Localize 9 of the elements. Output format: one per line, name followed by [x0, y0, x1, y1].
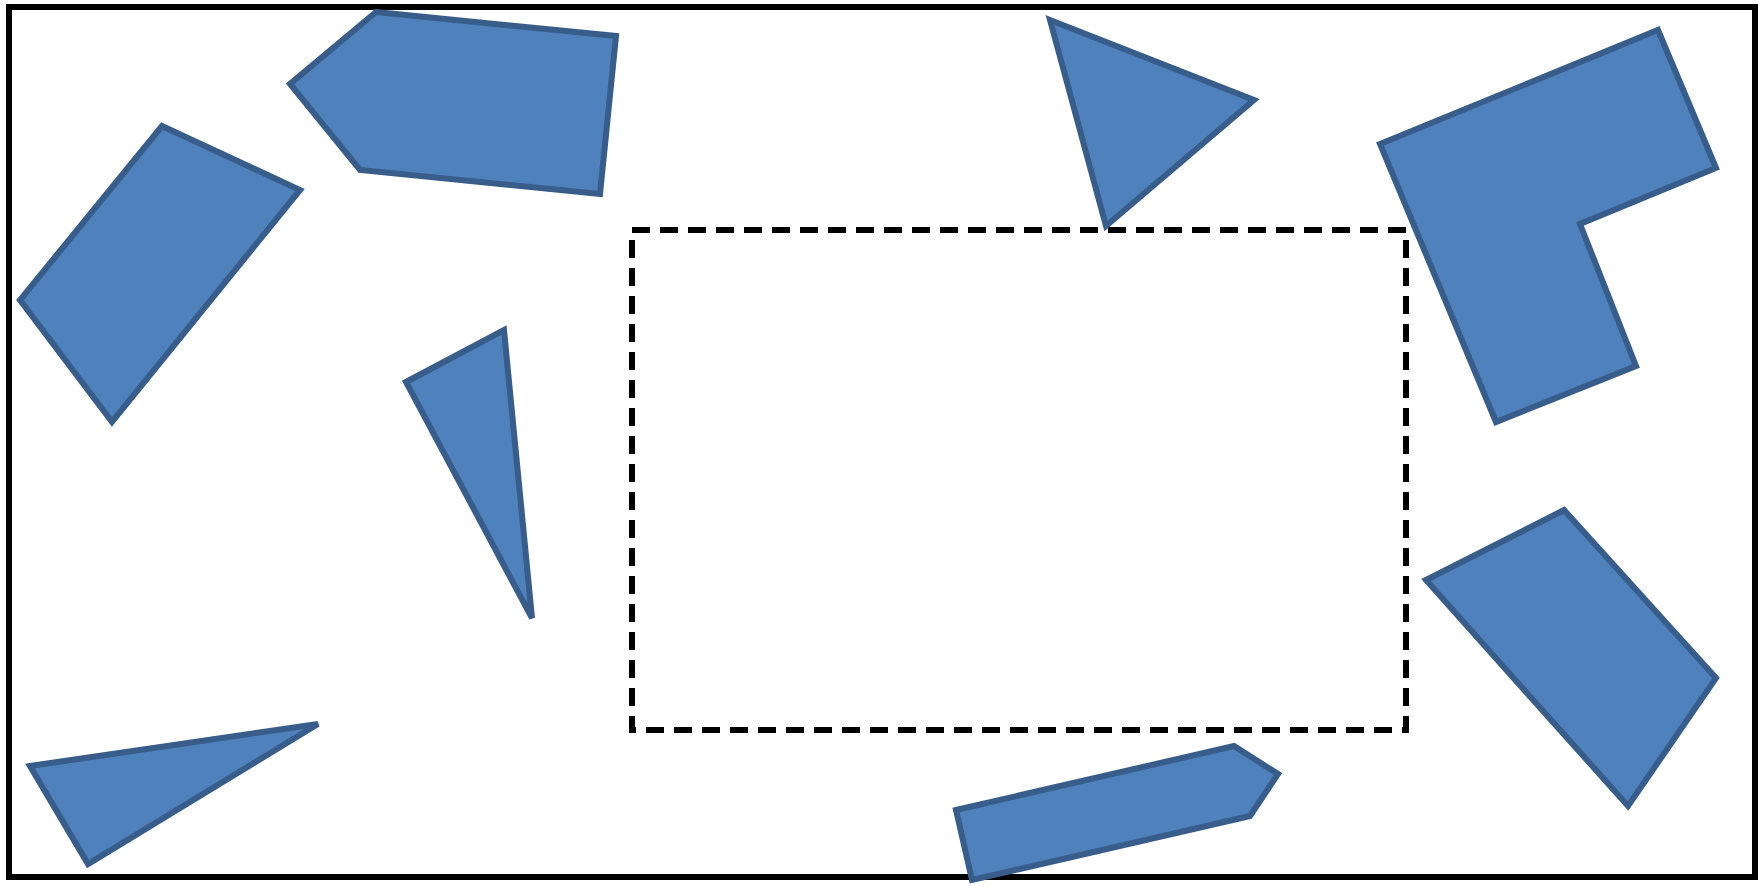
dashed-rectangle	[629, 227, 1409, 733]
l-shaped-polygon	[1376, 26, 1720, 426]
triangle	[401, 325, 535, 621]
quadrilateral	[16, 122, 305, 427]
pentagon	[952, 742, 1283, 884]
pentagon	[285, 8, 620, 198]
triangle	[1045, 15, 1260, 232]
quadrilateral	[1421, 506, 1720, 811]
triangle	[25, 721, 321, 869]
